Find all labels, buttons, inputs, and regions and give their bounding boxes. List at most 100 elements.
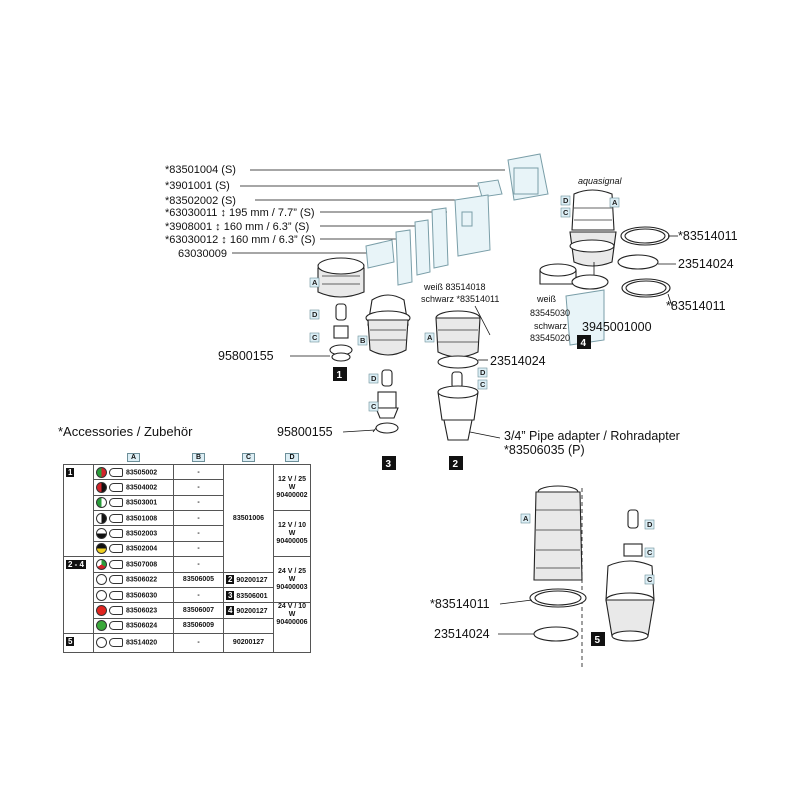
assembly-number-5: 5 [591, 632, 605, 646]
accessories-title: *Accessories / Zubehör [58, 424, 193, 439]
svg-text:D: D [480, 368, 486, 377]
tag-c-5a: C [644, 547, 655, 558]
col-header-c: C [241, 452, 256, 462]
lamp-color-icon [96, 637, 107, 649]
tag-d-3: D [368, 373, 379, 384]
svg-text:1: 1 [337, 370, 343, 381]
lamp-color-icon [96, 528, 107, 540]
svg-text:D: D [371, 374, 377, 383]
tag-c-5b: C [644, 574, 655, 585]
svg-text:A: A [312, 278, 318, 287]
label-3901001: *3901001 (S) [165, 180, 230, 192]
assembly-4: aquasignal *83514011 23514024 *83514011 … [530, 176, 738, 349]
part-letter-tags: A D C B D C A D C D C A A D C C [309, 195, 655, 585]
tag-d-5: D [644, 519, 655, 530]
label-83514011-b: *83514011 [430, 597, 490, 611]
label-23514024-b: 23514024 [434, 627, 490, 641]
tag-b-3: B [357, 335, 368, 346]
svg-text:3: 3 [386, 459, 392, 470]
tag-d-2: D [477, 367, 488, 378]
label-83514011-r1: *83514011 [678, 229, 738, 243]
lamp-color-icon [96, 558, 107, 570]
tag-c-2: C [477, 379, 488, 390]
label-pipe-adapter: 3/4” Pipe adapter / Rohradapter [504, 429, 680, 443]
col-header-d: D [285, 452, 299, 462]
label-83514011-r2: *83514011 [666, 299, 726, 313]
assembly-3: 95800155 3 [277, 294, 411, 470]
svg-text:C: C [480, 380, 486, 389]
accessories-table: A B C D 1 83505002 - 83501006 12 V / 25 … [63, 450, 311, 654]
table-row: 83502003 - [64, 525, 311, 542]
lamp-color-icon [96, 466, 107, 478]
group-5: 5 [66, 636, 75, 646]
lamp-color-icon [96, 512, 107, 524]
svg-text:2: 2 [453, 459, 459, 470]
label-83502002: *83502002 (S) [165, 195, 236, 207]
tag-a-5: A [520, 513, 531, 524]
svg-text:C: C [563, 208, 569, 217]
table-row: 83504002 - [64, 479, 311, 496]
label-weiss-small: weiß [536, 294, 557, 304]
bulb-icon [109, 544, 123, 554]
svg-text:A: A [427, 333, 433, 342]
group-1: 1 [66, 468, 75, 477]
bulb-icon [109, 498, 123, 508]
label-83501004: *83501004 (S) [165, 164, 236, 176]
svg-text:C: C [647, 575, 653, 584]
lamp-color-icon [96, 543, 107, 555]
table-row: 83506030 - 3 83506001 [64, 586, 311, 604]
tag-d-1: D [309, 309, 320, 320]
assembly-1: 95800155 1 [218, 257, 365, 381]
brand-label: aquasignal [578, 176, 623, 186]
label-83506035: *83506035 (P) [504, 443, 585, 457]
tag-d-4: D [560, 195, 571, 206]
lamp-color-icon [96, 574, 107, 586]
tag-a-2: A [424, 332, 435, 343]
tag-c-3: C [368, 401, 379, 412]
bulb-icon [109, 590, 123, 600]
lamp-color-icon [96, 620, 107, 632]
bulb-icon [109, 559, 123, 569]
tag-a-4: A [609, 197, 620, 208]
svg-text:D: D [312, 310, 318, 319]
assembly-number-3: 3 [382, 456, 396, 470]
assembly-5: *83514011 23514024 5 [430, 485, 655, 670]
label-63030009: 63030009 [178, 248, 227, 260]
label-3908001: *3908001 ↕ 160 mm / 6.3” (S) [165, 221, 309, 233]
tag-a-1: A [309, 277, 320, 288]
table-row: 83506024 83506009 [64, 617, 311, 634]
svg-text:C: C [312, 333, 318, 342]
bulb-icon [109, 467, 123, 477]
bulb-icon [109, 529, 123, 539]
lamp-color-icon [96, 604, 107, 616]
table-row: 83502004 - [64, 540, 311, 558]
label-3945001000: 3945001000 [582, 320, 652, 334]
tag-c-1: C [309, 332, 320, 343]
bulb-icon [109, 483, 123, 493]
bracket-labels: *83501004 (S) *3901001 (S) *83502002 (S)… [165, 164, 315, 260]
label-63030011: *63030011 ↕ 195 mm / 7.7” (S) [165, 207, 315, 219]
c-main: 83501006 [223, 464, 274, 573]
svg-text:A: A [523, 514, 529, 523]
bulb-icon [109, 513, 123, 523]
svg-text:C: C [647, 548, 653, 557]
lamp-color-icon [96, 497, 107, 509]
tag-c-4: C [560, 207, 571, 218]
label-schwarz-83514011: schwarz *83514011 [421, 294, 499, 304]
svg-text:4: 4 [581, 338, 587, 349]
assembly-number-1: 1 [333, 367, 347, 381]
svg-text:D: D [563, 196, 569, 205]
svg-text:C: C [371, 402, 377, 411]
bulb-icon [109, 638, 123, 648]
col-header-a: A [126, 452, 141, 462]
table-row: 83506022 83506005 2 90200127 [64, 571, 311, 588]
label-23514024-r: 23514024 [678, 257, 734, 271]
bulb-icon [109, 605, 123, 615]
label-83545020: 83545020 [530, 333, 570, 343]
mounting-brackets [365, 153, 549, 286]
table-header: A B C D [64, 450, 311, 465]
label-weiss-83514018: weiß 83514018 [423, 282, 486, 292]
